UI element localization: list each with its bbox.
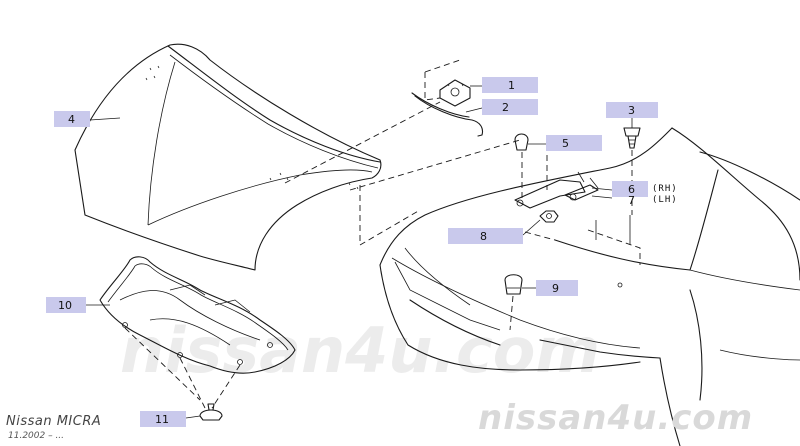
callout-number: 10 <box>58 299 72 312</box>
callout-number: 5 <box>562 137 569 150</box>
undercover-clip-part <box>199 403 223 421</box>
callout-side: (LH) <box>652 195 678 205</box>
leader-4 <box>89 117 121 121</box>
callout-number: 1 <box>508 79 515 92</box>
callout-5: 5 <box>546 135 602 151</box>
guide-hood-hinge <box>284 101 441 184</box>
guide-hood-mid <box>349 139 521 191</box>
guide-undercover-b <box>211 364 241 409</box>
callout-number: 8 <box>480 230 487 243</box>
callout-8: 8 <box>448 228 523 244</box>
clip-part <box>623 127 641 149</box>
callout-4: 4 <box>54 111 90 127</box>
stay-rod-part <box>411 92 484 137</box>
nut-part <box>539 210 559 223</box>
callout-7: 7 (LH) <box>628 194 678 207</box>
label-box <box>536 280 578 296</box>
label-box <box>482 77 538 93</box>
leader-8 <box>522 219 541 236</box>
car-body <box>379 127 800 446</box>
bumper-stop-part <box>504 274 523 295</box>
leader-6 <box>591 187 613 191</box>
date-range: 11.2002 – ... <box>8 431 65 441</box>
callout-1: 1 <box>482 77 538 93</box>
leader-11 <box>185 415 201 419</box>
hood-hinge-part <box>514 171 599 209</box>
label-box <box>606 102 658 118</box>
label-box <box>448 228 523 244</box>
callout-9: 9 <box>536 280 578 296</box>
label-box <box>46 297 86 313</box>
callout-11: 11 <box>140 411 186 427</box>
guide-undercover-c <box>124 327 201 401</box>
guide-bumper-stop <box>509 295 514 331</box>
guide-nut <box>524 231 556 241</box>
center-watermark: nissan4u.com <box>120 314 600 387</box>
leader-2 <box>465 107 483 113</box>
callout-number: 4 <box>68 113 75 126</box>
label-box <box>546 135 602 151</box>
hood-lock-part <box>424 59 471 107</box>
callout-number: 6 <box>628 183 635 196</box>
callout-6: 6 (RH) <box>612 181 678 197</box>
label-box <box>612 181 648 197</box>
undercover-part <box>99 256 296 374</box>
callout-number: 3 <box>628 104 635 117</box>
callout-side: (RH) <box>652 184 678 194</box>
callout-3: 3 <box>606 102 658 118</box>
callout-number: 9 <box>552 282 559 295</box>
model-name: Nissan MICRA <box>6 414 102 429</box>
callout-number: 7 <box>628 194 635 207</box>
hood-part <box>74 43 382 271</box>
site-watermark: nissan4u.com <box>478 398 754 438</box>
label-box <box>140 411 186 427</box>
callout-number: 2 <box>502 101 509 114</box>
bumper-rubber-part <box>514 133 548 200</box>
callout-number: 11 <box>155 413 169 426</box>
guide-hood-front <box>359 185 421 246</box>
callout-2: 2 <box>482 99 538 115</box>
label-box <box>54 111 90 127</box>
leader-7 <box>591 195 613 199</box>
callout-10: 10 <box>46 297 86 313</box>
label-box <box>482 99 538 115</box>
